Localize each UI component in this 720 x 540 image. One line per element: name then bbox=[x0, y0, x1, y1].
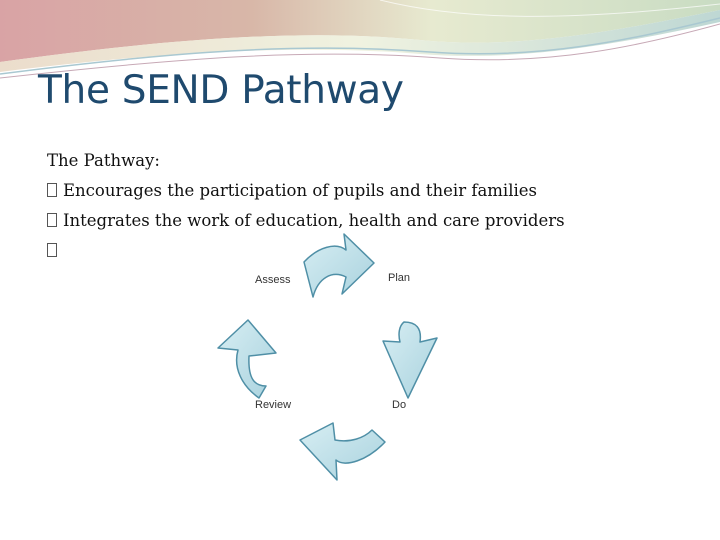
bullet-item bbox=[47, 238, 707, 268]
slide-title: The SEND Pathway bbox=[38, 68, 404, 113]
cycle-arrow-assess-plan bbox=[303, 233, 375, 298]
step-label-do: Do bbox=[392, 399, 406, 411]
step-label-plan: Plan bbox=[388, 272, 410, 284]
bullet-item: Encourages the participation of pupils a… bbox=[47, 178, 707, 208]
slide-body: The Pathway: Encourages the participatio… bbox=[47, 148, 707, 268]
step-label-review: Review bbox=[255, 399, 291, 411]
bullet-box-icon bbox=[47, 213, 57, 227]
cycle-arrow-plan-do bbox=[382, 321, 438, 399]
intro-text: The Pathway: bbox=[47, 151, 160, 170]
bullet-box-icon bbox=[47, 243, 57, 257]
cycle-arrow-review-assess bbox=[217, 319, 277, 399]
decorative-banner bbox=[0, 0, 720, 79]
step-label-assess: Assess bbox=[255, 274, 291, 286]
cycle-arrow-do-review bbox=[299, 422, 386, 481]
bullet-text: Encourages the participation of pupils a… bbox=[63, 181, 537, 200]
bullet-box-icon bbox=[47, 183, 57, 197]
bullet-text: Integrates the work of education, health… bbox=[63, 211, 565, 230]
bullet-item: Integrates the work of education, health… bbox=[47, 208, 707, 238]
